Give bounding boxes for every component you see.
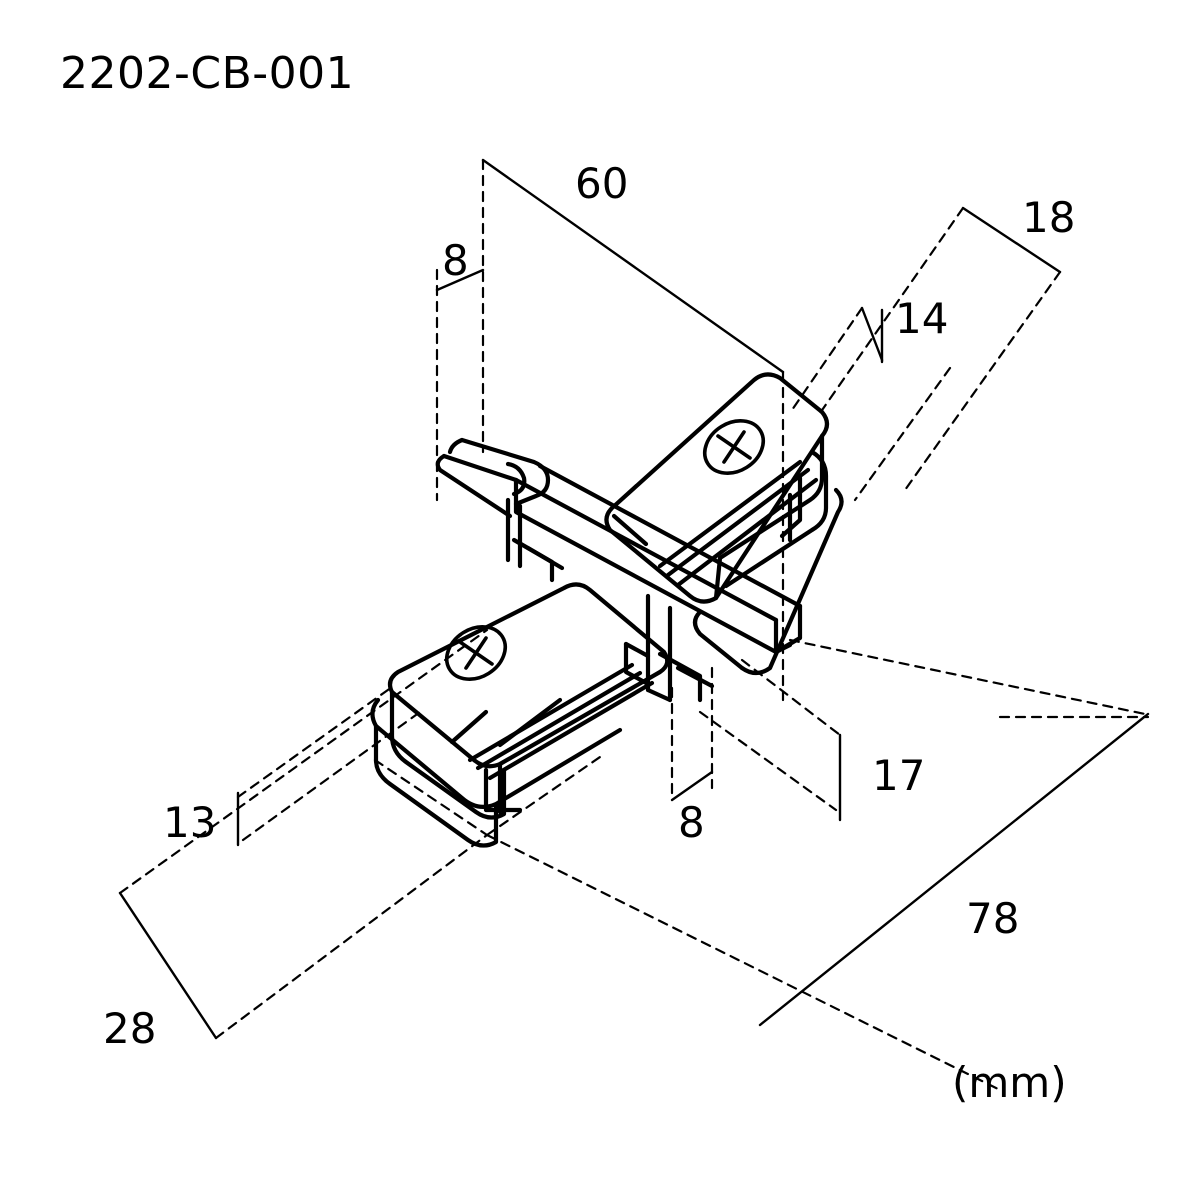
unit-label: (mm)	[952, 1058, 1067, 1107]
phillips-slot-b	[464, 636, 488, 670]
phillips-slot-b	[722, 430, 746, 464]
part-number-label: 2202-CB-001	[60, 48, 355, 99]
dimension-label-8-top: 8	[442, 236, 469, 285]
dimension-label-78: 78	[966, 894, 1020, 943]
dimension-label-13: 13	[163, 798, 217, 847]
crossbar	[435, 437, 803, 655]
screw-upper	[702, 419, 766, 475]
dimension-label-60: 60	[575, 159, 629, 208]
screw-lower	[444, 625, 508, 681]
dimension-label-18: 18	[1022, 193, 1076, 242]
dimension-label-8-bottom: 8	[678, 798, 705, 847]
dimension-label-14: 14	[895, 294, 949, 343]
dimension-lines	[118, 158, 1150, 1040]
lower-left-connector-body	[370, 582, 670, 848]
center-spine	[623, 593, 715, 703]
dimension-label-17: 17	[872, 751, 926, 800]
dimension-label-28: 28	[103, 1004, 157, 1053]
upper-right-connector-body	[604, 372, 844, 676]
